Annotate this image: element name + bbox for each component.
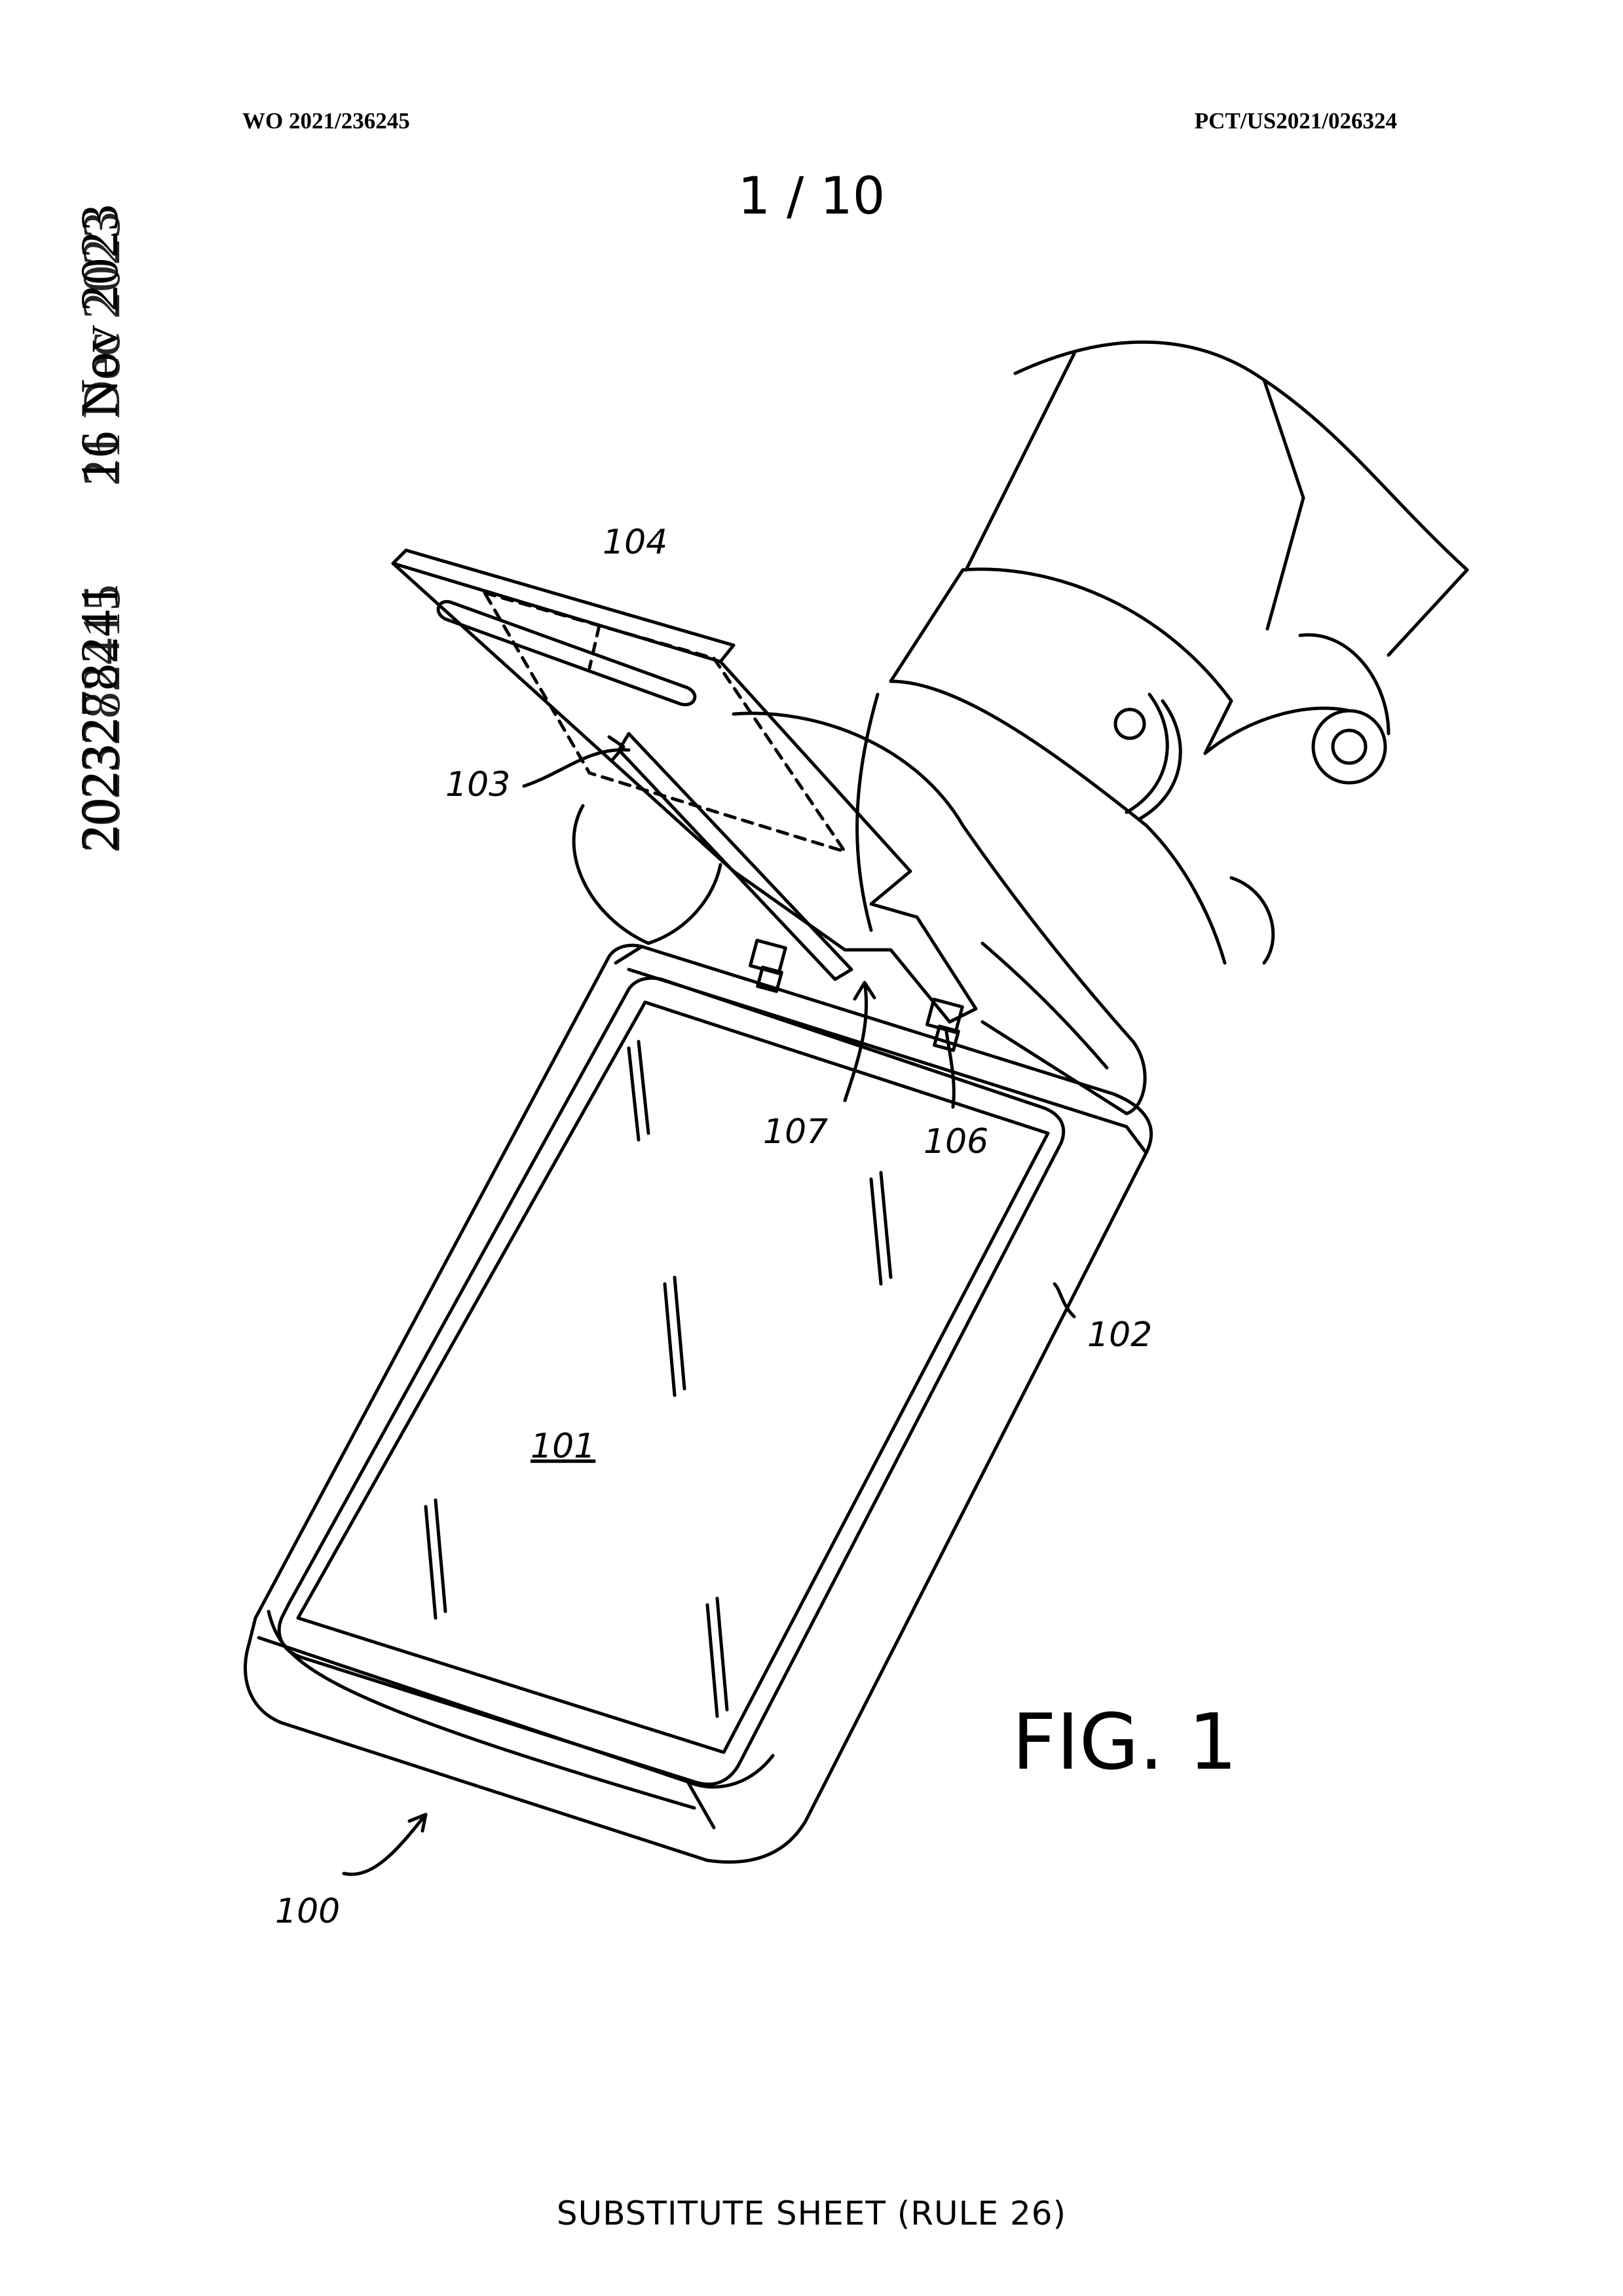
ref-103: 103 — [445, 765, 510, 804]
ref-106: 106 — [923, 1122, 988, 1161]
ref-104: 104 — [603, 523, 667, 562]
ref-102: 102 — [1087, 1315, 1152, 1355]
user-arm — [857, 342, 1467, 963]
figure-label: FIG. 1 — [1012, 1697, 1237, 1787]
ref-107: 107 — [763, 1112, 828, 1152]
rear-lobe — [574, 806, 720, 943]
ref-101: 101 — [531, 1427, 595, 1466]
footer-substitute-sheet: SUBSTITUTE SHEET (RULE 26) — [0, 2194, 1623, 2232]
display-screen — [279, 978, 1064, 1784]
ref-100: 100 — [275, 1892, 340, 1931]
